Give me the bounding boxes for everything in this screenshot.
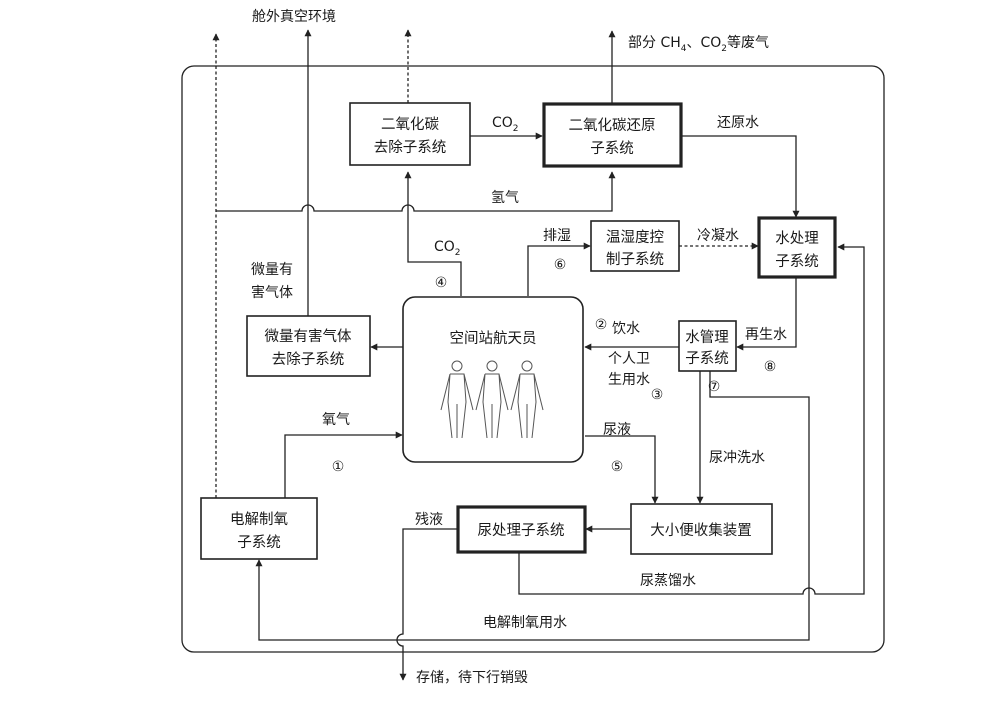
dehumidify-line xyxy=(527,242,591,296)
regen-water-line xyxy=(736,278,797,351)
water-management-box: 水管理 子系统 xyxy=(678,320,737,372)
astronaut-figures-icon xyxy=(440,360,544,439)
urine-processing-box: 尿处理子系统 xyxy=(456,505,587,554)
storage-label: 存储，待下行销毁 xyxy=(416,670,528,686)
trace-gas-removal-label-1: 微量有害气体 xyxy=(265,328,352,345)
water-treatment-box: 水处理 子系统 xyxy=(757,216,837,279)
dehumidify-label: 排湿 xyxy=(543,228,571,244)
marker-5: ⑤ xyxy=(611,459,624,475)
hydrogen-label: 氢气 xyxy=(491,190,519,206)
trace-gas-label-1: 微量有 xyxy=(251,262,293,278)
crew-co2-label: CO2 xyxy=(434,239,461,258)
marker-7: ⑦ xyxy=(708,379,721,395)
hygiene-water-label-2: 生用水 xyxy=(608,372,650,388)
urine-distillate-label: 尿蒸馏水 xyxy=(640,573,696,589)
trace-gas-removal-label-2: 去除子系统 xyxy=(272,351,345,368)
humidity-control-label-1: 温湿度控 xyxy=(606,229,664,246)
co2-reduction-box: 二氧化碳还原 子系统 xyxy=(542,102,683,168)
trace-gas-removal-box: 微量有害气体 去除子系统 xyxy=(246,315,371,377)
marker-2: ② xyxy=(595,317,608,333)
electrolysis-water-label: 电解制氧用水 xyxy=(483,615,567,631)
co2-reduction-label-2: 子系统 xyxy=(590,140,634,157)
reduced-water-label: 还原水 xyxy=(717,115,759,131)
crew-box: 空间站航天员 xyxy=(402,296,584,463)
hygiene-water-label-1: 个人卫 xyxy=(608,351,650,367)
hydrogen-line xyxy=(216,171,616,212)
oxygen-line xyxy=(284,431,403,498)
waste-collection-box: 大小便收集装置 xyxy=(630,503,773,555)
flush-water-label: 尿冲洗水 xyxy=(709,450,765,466)
water-management-label-2: 子系统 xyxy=(685,350,729,367)
water-treatment-label-1: 水处理 xyxy=(775,230,819,247)
electrolysis-water-line xyxy=(255,371,810,641)
trace-gas-label-2: 害气体 xyxy=(251,285,293,301)
crew-label: 空间站航天员 xyxy=(450,330,537,347)
co2-reduction-label-1: 二氧化碳还原 xyxy=(569,117,656,134)
vacuum-label: 舱外真空环境 xyxy=(252,9,336,25)
reduced-water-line xyxy=(682,135,800,218)
electrolysis-label-1: 电解制氧 xyxy=(230,511,288,528)
co2-removal-label-2: 去除子系统 xyxy=(374,139,447,156)
electrolysis-label-2: 子系统 xyxy=(237,534,281,551)
marker-4: ④ xyxy=(435,275,448,291)
regen-water-label: 再生水 xyxy=(745,327,787,343)
residue-label: 残液 xyxy=(415,512,443,528)
humidity-control-label-2: 制子系统 xyxy=(606,251,664,268)
marker-6: ⑥ xyxy=(554,257,567,273)
urine-label: 尿液 xyxy=(603,422,631,438)
crew-co2-line xyxy=(404,171,462,296)
oxygen-label: 氧气 xyxy=(322,412,350,428)
drinking-water-label: 饮水 xyxy=(612,321,640,337)
exhaust-label: 部分 CH4、CO2等废气 xyxy=(628,34,769,54)
marker-8: ⑧ xyxy=(764,359,777,375)
humidity-control-box: 温湿度控 制子系统 xyxy=(590,220,680,272)
marker-3: ③ xyxy=(651,387,664,403)
urine-line xyxy=(585,435,659,504)
residue-line xyxy=(396,528,457,681)
electrolysis-box: 电解制氧 子系统 xyxy=(200,497,318,560)
urine-distillate-line xyxy=(518,243,865,595)
co2-removal-box: 二氧化碳 去除子系统 xyxy=(349,102,471,166)
urine-processing-label: 尿处理子系统 xyxy=(478,522,565,539)
waste-collection-label: 大小便收集装置 xyxy=(650,522,752,539)
water-treatment-label-2: 子系统 xyxy=(775,253,819,270)
co2-transfer-label: CO2 xyxy=(492,115,519,134)
condensate-label: 冷凝水 xyxy=(697,228,739,244)
marker-1: ① xyxy=(332,459,345,475)
water-management-label-1: 水管理 xyxy=(685,329,729,346)
cabin-boundary xyxy=(181,65,885,653)
co2-removal-label-1: 二氧化碳 xyxy=(381,116,439,133)
